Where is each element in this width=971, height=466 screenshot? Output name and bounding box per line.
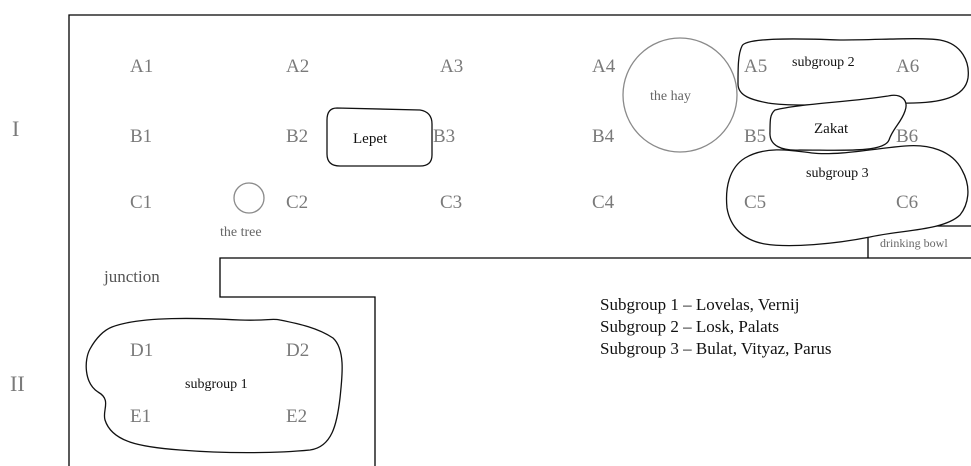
subgroup1-area xyxy=(85,317,343,454)
cell-a2: A2 xyxy=(286,56,309,77)
lepet-label: Lepet xyxy=(353,131,388,147)
cell-e2: E2 xyxy=(286,406,307,427)
cell-b4: B4 xyxy=(592,126,615,147)
legend-line-1: Subgroup 1 – Lovelas, Vernij xyxy=(600,295,799,314)
cell-c4: C4 xyxy=(592,192,615,213)
cell-c1: C1 xyxy=(130,192,152,213)
legend-line-3: Subgroup 3 – Bulat, Vityaz, Parus xyxy=(600,339,831,358)
section-label-i: I xyxy=(12,116,19,141)
subgroup1-label: subgroup 1 xyxy=(185,377,248,392)
cell-e1: E1 xyxy=(130,406,151,427)
cell-a6: A6 xyxy=(896,56,919,77)
subgroup3-label: subgroup 3 xyxy=(806,166,869,181)
zakat-area xyxy=(769,94,907,151)
cell-a5: A5 xyxy=(744,56,767,77)
cell-b5: B5 xyxy=(744,126,766,147)
cell-d2: D2 xyxy=(286,340,309,361)
cell-c6: C6 xyxy=(896,192,918,213)
cell-c3: C3 xyxy=(440,192,462,213)
cell-b3: B3 xyxy=(433,126,455,147)
hay-circle xyxy=(622,37,738,153)
cell-c5: C5 xyxy=(744,192,766,213)
cell-b6: B6 xyxy=(896,126,918,147)
junction-label: junction xyxy=(103,267,160,286)
subgroup2-label: subgroup 2 xyxy=(792,55,855,70)
subgroup2-area xyxy=(737,38,969,106)
lepet-area xyxy=(326,107,433,167)
cell-a3: A3 xyxy=(440,56,463,77)
section-divider-wall xyxy=(219,257,971,466)
hay-label: the hay xyxy=(650,89,691,104)
cell-d1: D1 xyxy=(130,340,153,361)
cell-b1: B1 xyxy=(130,126,152,147)
section-label-ii: II xyxy=(10,371,25,396)
cell-a1: A1 xyxy=(130,56,153,77)
subgroup3-area xyxy=(725,144,969,247)
legend-line-2: Subgroup 2 – Losk, Palats xyxy=(600,317,779,336)
cell-c2: C2 xyxy=(286,192,308,213)
tree-label: the tree xyxy=(220,225,262,240)
drinking-bowl-label: drinking bowl xyxy=(880,236,948,250)
cell-a4: A4 xyxy=(592,56,616,77)
zakat-label: Zakat xyxy=(814,121,849,137)
cell-b2: B2 xyxy=(286,126,308,147)
enclosure-wall xyxy=(68,14,971,466)
tree-icon xyxy=(233,182,265,214)
